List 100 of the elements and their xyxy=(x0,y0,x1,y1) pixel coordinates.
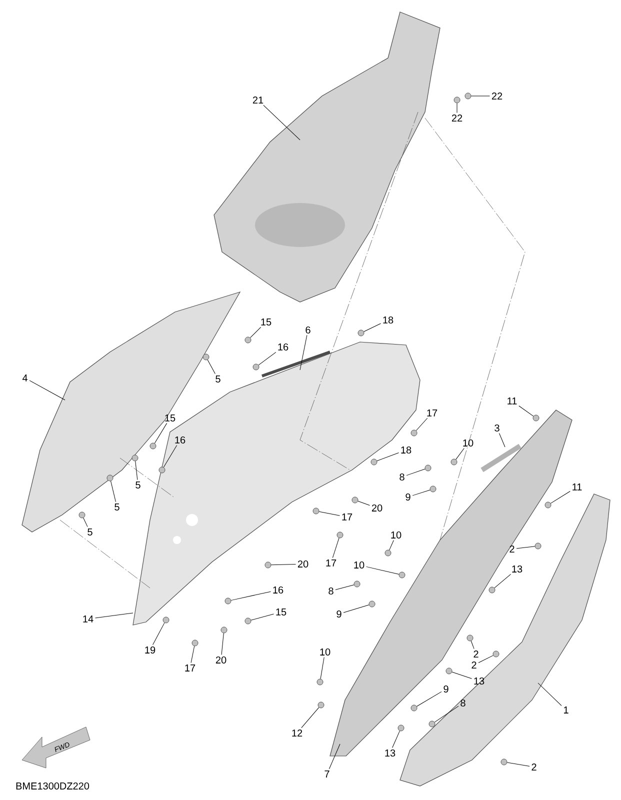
callout-number: 5 xyxy=(114,504,120,510)
leader-line xyxy=(412,490,430,496)
leader-line xyxy=(392,730,400,748)
callout-number: 9 xyxy=(336,610,342,618)
leader-line xyxy=(538,682,562,706)
fastener-icon xyxy=(534,542,542,550)
callout-number: 13 xyxy=(385,749,396,757)
drawing-code: BME1300DZ220 xyxy=(16,782,90,790)
fastener-icon xyxy=(150,442,156,450)
callout-number: 10 xyxy=(463,439,474,447)
leader-line xyxy=(152,622,165,645)
callout-number: 10 xyxy=(320,648,330,656)
callout-number: 16 xyxy=(273,586,284,594)
fastener-icon xyxy=(466,634,474,642)
leader-line xyxy=(456,102,458,114)
callout-number: 20 xyxy=(298,560,308,568)
leader-line xyxy=(478,655,494,663)
fastener-icon xyxy=(500,758,508,766)
leader-line xyxy=(335,584,354,590)
callout-number: 11 xyxy=(572,484,582,490)
fastener-icon xyxy=(398,724,404,732)
fastener-icon xyxy=(454,96,460,104)
callout-number: 15 xyxy=(165,414,176,422)
fastener-icon xyxy=(430,486,436,492)
leader-line xyxy=(366,566,400,575)
fastener-icon xyxy=(398,572,406,578)
leader-line xyxy=(207,360,216,374)
leader-line xyxy=(320,656,324,680)
callout-number: 6 xyxy=(306,326,310,334)
callout-number: 11 xyxy=(508,398,517,404)
callout-number: 18 xyxy=(401,446,412,454)
fastener-icon xyxy=(192,640,198,646)
leader-line xyxy=(494,574,512,588)
fastener-icon xyxy=(132,454,138,462)
leader-line xyxy=(456,448,464,460)
callout-number: 17 xyxy=(342,514,352,520)
leader-line xyxy=(270,564,296,566)
leader-line xyxy=(376,452,399,462)
fastener-icon xyxy=(384,550,392,556)
leader-line xyxy=(301,707,320,728)
fastener-icon xyxy=(370,458,378,466)
leader-line xyxy=(221,632,224,655)
leader-line xyxy=(516,546,536,549)
leader-line xyxy=(328,744,340,770)
fastener-icon xyxy=(354,580,360,588)
callout-number: 22 xyxy=(492,92,502,100)
callout-number: 9 xyxy=(444,685,448,693)
callout-number: 4 xyxy=(22,374,28,382)
fastener-icon xyxy=(244,618,252,624)
fastener-icon xyxy=(464,92,472,100)
leader-line xyxy=(343,604,370,613)
leader-line xyxy=(29,380,66,400)
leader-line xyxy=(498,432,506,448)
leader-line xyxy=(83,518,88,528)
fastener-icon xyxy=(368,600,376,608)
callout-number: 9 xyxy=(406,493,410,501)
fastener-icon xyxy=(162,616,170,624)
leader-line xyxy=(518,406,534,416)
callout-number: 10 xyxy=(391,531,402,539)
fastener-icon xyxy=(312,508,320,514)
callout-number: 12 xyxy=(292,730,302,736)
callout-number: 16 xyxy=(278,343,288,351)
callout-number: 13 xyxy=(512,565,522,573)
fastener-icon xyxy=(244,336,252,344)
callout-number: 7 xyxy=(324,770,330,778)
fastener-icon xyxy=(410,704,418,712)
leader-line xyxy=(263,104,300,140)
fastener-icon xyxy=(488,586,496,594)
fastener-icon xyxy=(450,458,458,466)
leader-line xyxy=(318,511,340,516)
fastener-icon xyxy=(264,562,272,568)
leader-line xyxy=(110,480,116,502)
leader-line xyxy=(230,591,271,601)
leader-line xyxy=(300,334,308,370)
callout-number: 2 xyxy=(474,650,478,658)
fastener-icon xyxy=(544,502,552,508)
callout-number: 14 xyxy=(83,616,94,622)
leader-line xyxy=(506,762,530,766)
callout-number: 1 xyxy=(564,706,568,714)
leader-line xyxy=(95,612,134,618)
callout-number: 18 xyxy=(383,316,394,324)
leader-line xyxy=(190,646,195,664)
leader-line xyxy=(389,540,394,550)
leader-line xyxy=(250,326,262,338)
leader-line xyxy=(470,640,474,650)
fastener-icon xyxy=(424,464,432,472)
callout-number: 21 xyxy=(252,96,264,104)
fastener-icon xyxy=(224,598,232,604)
fastener-icon xyxy=(220,626,228,634)
leader-line xyxy=(416,418,428,431)
fastener-icon xyxy=(492,650,500,658)
fastener-icon xyxy=(446,668,452,674)
callout-number: 17 xyxy=(185,664,196,672)
leader-line xyxy=(250,614,274,620)
callout-number: 5 xyxy=(88,528,92,536)
callout-number: 17 xyxy=(427,410,438,416)
leader-line xyxy=(154,422,168,444)
callout-number: 19 xyxy=(145,646,156,654)
callout-number: 16 xyxy=(175,436,186,444)
fastener-icon xyxy=(410,430,418,436)
